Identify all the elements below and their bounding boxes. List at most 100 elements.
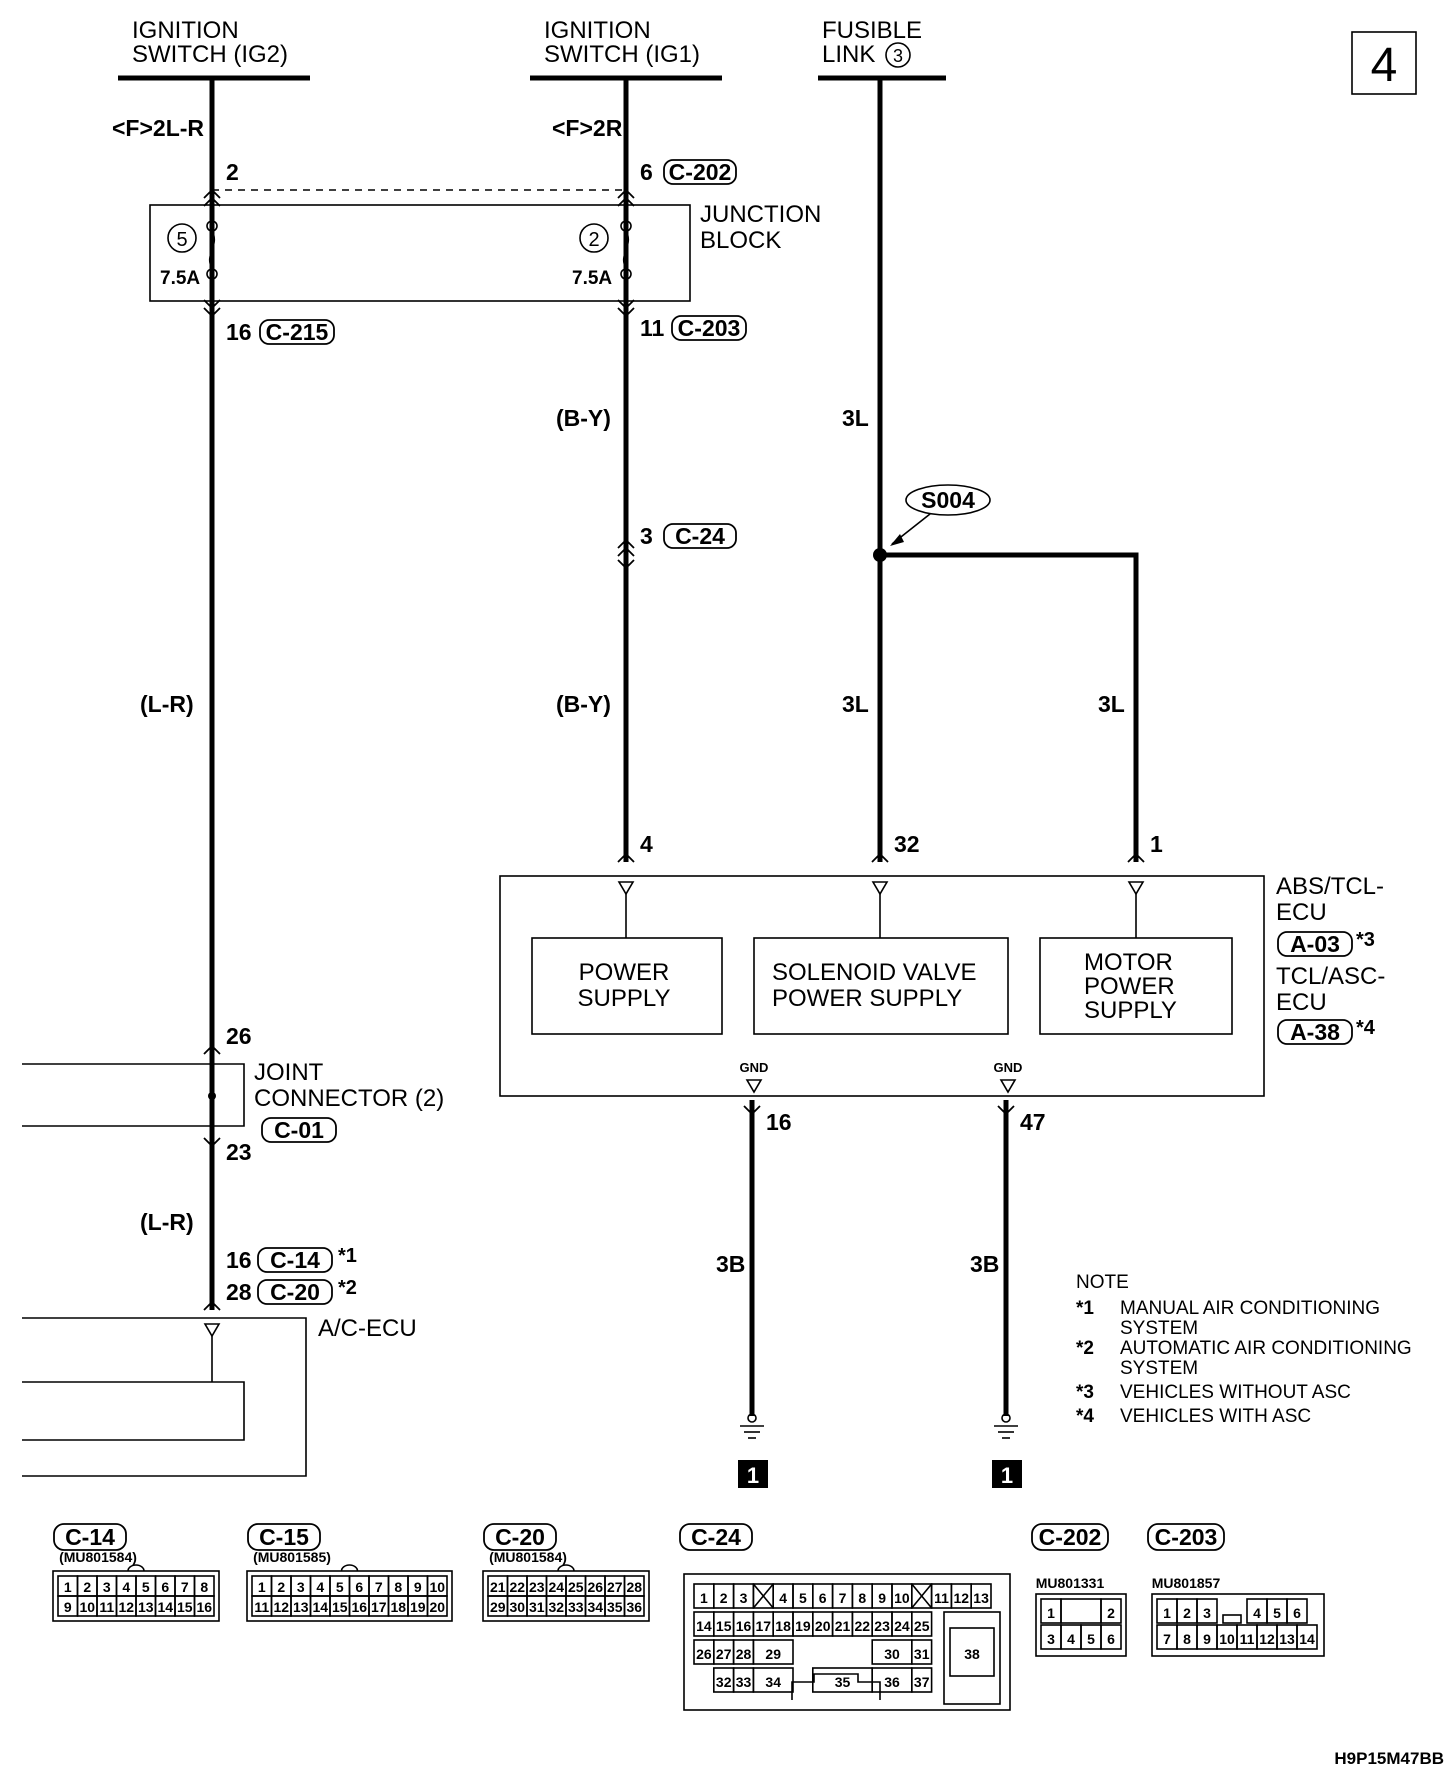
connector-name: C-203: [1155, 1524, 1218, 1550]
connector-pin: 6: [1293, 1605, 1301, 1621]
connector-pin: 13: [1279, 1631, 1295, 1647]
svg-text:VEHICLES WITHOUT ASC: VEHICLES WITHOUT ASC: [1120, 1382, 1351, 1403]
connector-pin: 31: [529, 1599, 545, 1615]
connector-pin: 13: [973, 1590, 989, 1606]
connector-pin: 4: [316, 1579, 324, 1595]
connector-pin: 3: [297, 1579, 305, 1595]
svg-text:POWER: POWER: [579, 959, 670, 986]
connector-pin: 4: [1253, 1605, 1261, 1621]
connector-pin: 1: [1163, 1605, 1171, 1621]
motor-power-block: [1039, 937, 1233, 1035]
svg-text:3: 3: [640, 523, 653, 549]
svg-text:C-24: C-24: [675, 523, 725, 549]
connector-pin: 17: [371, 1599, 387, 1615]
svg-text:A-38: A-38: [1290, 1019, 1340, 1045]
svg-text:CONNECTOR (2): CONNECTOR (2): [254, 1085, 444, 1112]
connector-pin: 32: [548, 1599, 564, 1615]
svg-text:C-203: C-203: [678, 315, 741, 341]
connector-pin: 2: [277, 1579, 285, 1595]
connector-pin: 1: [64, 1579, 72, 1595]
connector-pin: 26: [696, 1646, 712, 1662]
connector-pin: 27: [607, 1579, 623, 1595]
connector-pin: 19: [410, 1599, 426, 1615]
figure-code: H9P15M47BB: [1334, 1749, 1444, 1768]
connector-pin: 36: [884, 1674, 900, 1690]
connector-pin: 24: [894, 1618, 910, 1634]
svg-text:5: 5: [176, 229, 187, 251]
connector-pin: 23: [529, 1579, 545, 1595]
connector-pin: 13: [138, 1599, 154, 1615]
connector-pin: 2: [1183, 1605, 1191, 1621]
connector-name: C-15: [259, 1524, 309, 1550]
connector-name: C-20: [495, 1524, 545, 1550]
connector-pin: 7: [839, 1590, 847, 1606]
svg-text:16: 16: [226, 1247, 252, 1273]
svg-text:23: 23: [226, 1139, 252, 1165]
svg-text:SWITCH (IG2): SWITCH (IG2): [132, 41, 288, 68]
connector-pin: 25: [568, 1579, 584, 1595]
svg-text:*3: *3: [1356, 929, 1375, 951]
connector-pin: 3: [740, 1590, 748, 1606]
source-ig2: IGNITION SWITCH (IG2): [118, 17, 310, 81]
connector-pin: 12: [273, 1599, 289, 1615]
svg-text:BLOCK: BLOCK: [700, 227, 781, 254]
svg-text:S004: S004: [921, 487, 975, 513]
page-number: 4: [1371, 39, 1398, 92]
ground-right: 1: [992, 1413, 1022, 1488]
source-ig1: IGNITION SWITCH (IG1): [530, 17, 722, 81]
svg-text:11: 11: [640, 315, 665, 341]
joint-connector: 26 JOINT CONNECTOR (2) C-01 23: [22, 1023, 444, 1165]
connector-pin: 4: [122, 1579, 130, 1595]
connector-pin: 20: [429, 1599, 445, 1615]
connector-pin: 27: [716, 1646, 732, 1662]
solenoid-valve-block: [753, 937, 1009, 1035]
svg-text:SUPPLY: SUPPLY: [578, 985, 671, 1012]
connector-pin: 14: [1299, 1631, 1315, 1647]
abs-tcl-ecu: 4 32 1 POWER SUPPLY SOLENOID VALVE POWER…: [499, 831, 1385, 1135]
connector-pin: 36: [626, 1599, 642, 1615]
connector-pin: 33: [736, 1674, 752, 1690]
wire-code-lr-upper: (L-R): [140, 691, 194, 717]
connector-pin: 4: [779, 1590, 787, 1606]
connector-pin: 1: [1047, 1605, 1055, 1621]
connector-pin: 15: [716, 1618, 732, 1634]
connector-pin: 15: [332, 1599, 348, 1615]
connector-pin: 29: [765, 1646, 781, 1662]
connector-pin: 7: [1163, 1631, 1171, 1647]
connector-pin: 4: [1067, 1631, 1075, 1647]
connector-pin: 9: [64, 1599, 72, 1615]
connector-pin: 6: [355, 1579, 363, 1595]
connector-pin: 21: [835, 1618, 851, 1634]
notes: NOTE *1 MANUAL AIR CONDITIONING SYSTEM *…: [1076, 1272, 1412, 1427]
svg-text:7.5A: 7.5A: [572, 268, 612, 289]
connector-pin: 34: [587, 1599, 603, 1615]
connector-pin: 6: [819, 1590, 827, 1606]
svg-text:2: 2: [226, 159, 239, 185]
wire-code-ig1: <F>2R: [552, 115, 623, 141]
svg-text:GND: GND: [740, 1060, 769, 1075]
connector-pin: 37: [914, 1674, 930, 1690]
connector-pin: 10: [79, 1599, 95, 1615]
svg-text:1: 1: [1150, 831, 1163, 857]
svg-text:POWER SUPPLY: POWER SUPPLY: [772, 985, 962, 1012]
connector-part-number: (MU801585): [253, 1549, 331, 1565]
connector-pin: 1: [258, 1579, 266, 1595]
svg-text:FUSIBLE: FUSIBLE: [822, 17, 922, 44]
connector-pin: 15: [177, 1599, 193, 1615]
connector-pin: 26: [587, 1579, 603, 1595]
junction-block: JUNCTION BLOCK 2 6 C-202 5 7.5A 2 7.5A 1…: [149, 159, 821, 345]
wire-code-lr-lower: (L-R): [140, 1209, 194, 1235]
svg-text:ECU: ECU: [1276, 989, 1327, 1016]
svg-text:IGNITION: IGNITION: [132, 17, 239, 44]
connector-part-number: MU801857: [1152, 1575, 1221, 1591]
connector-pin: 28: [736, 1646, 752, 1662]
connector-pin: 21: [490, 1579, 506, 1595]
wire-code-by-lower: (B-Y): [556, 691, 611, 717]
connector-pin: 18: [775, 1618, 791, 1634]
wire-code-3l-upper: 3L: [842, 405, 869, 431]
svg-text:IGNITION: IGNITION: [544, 17, 651, 44]
svg-text:GND: GND: [994, 1060, 1023, 1075]
